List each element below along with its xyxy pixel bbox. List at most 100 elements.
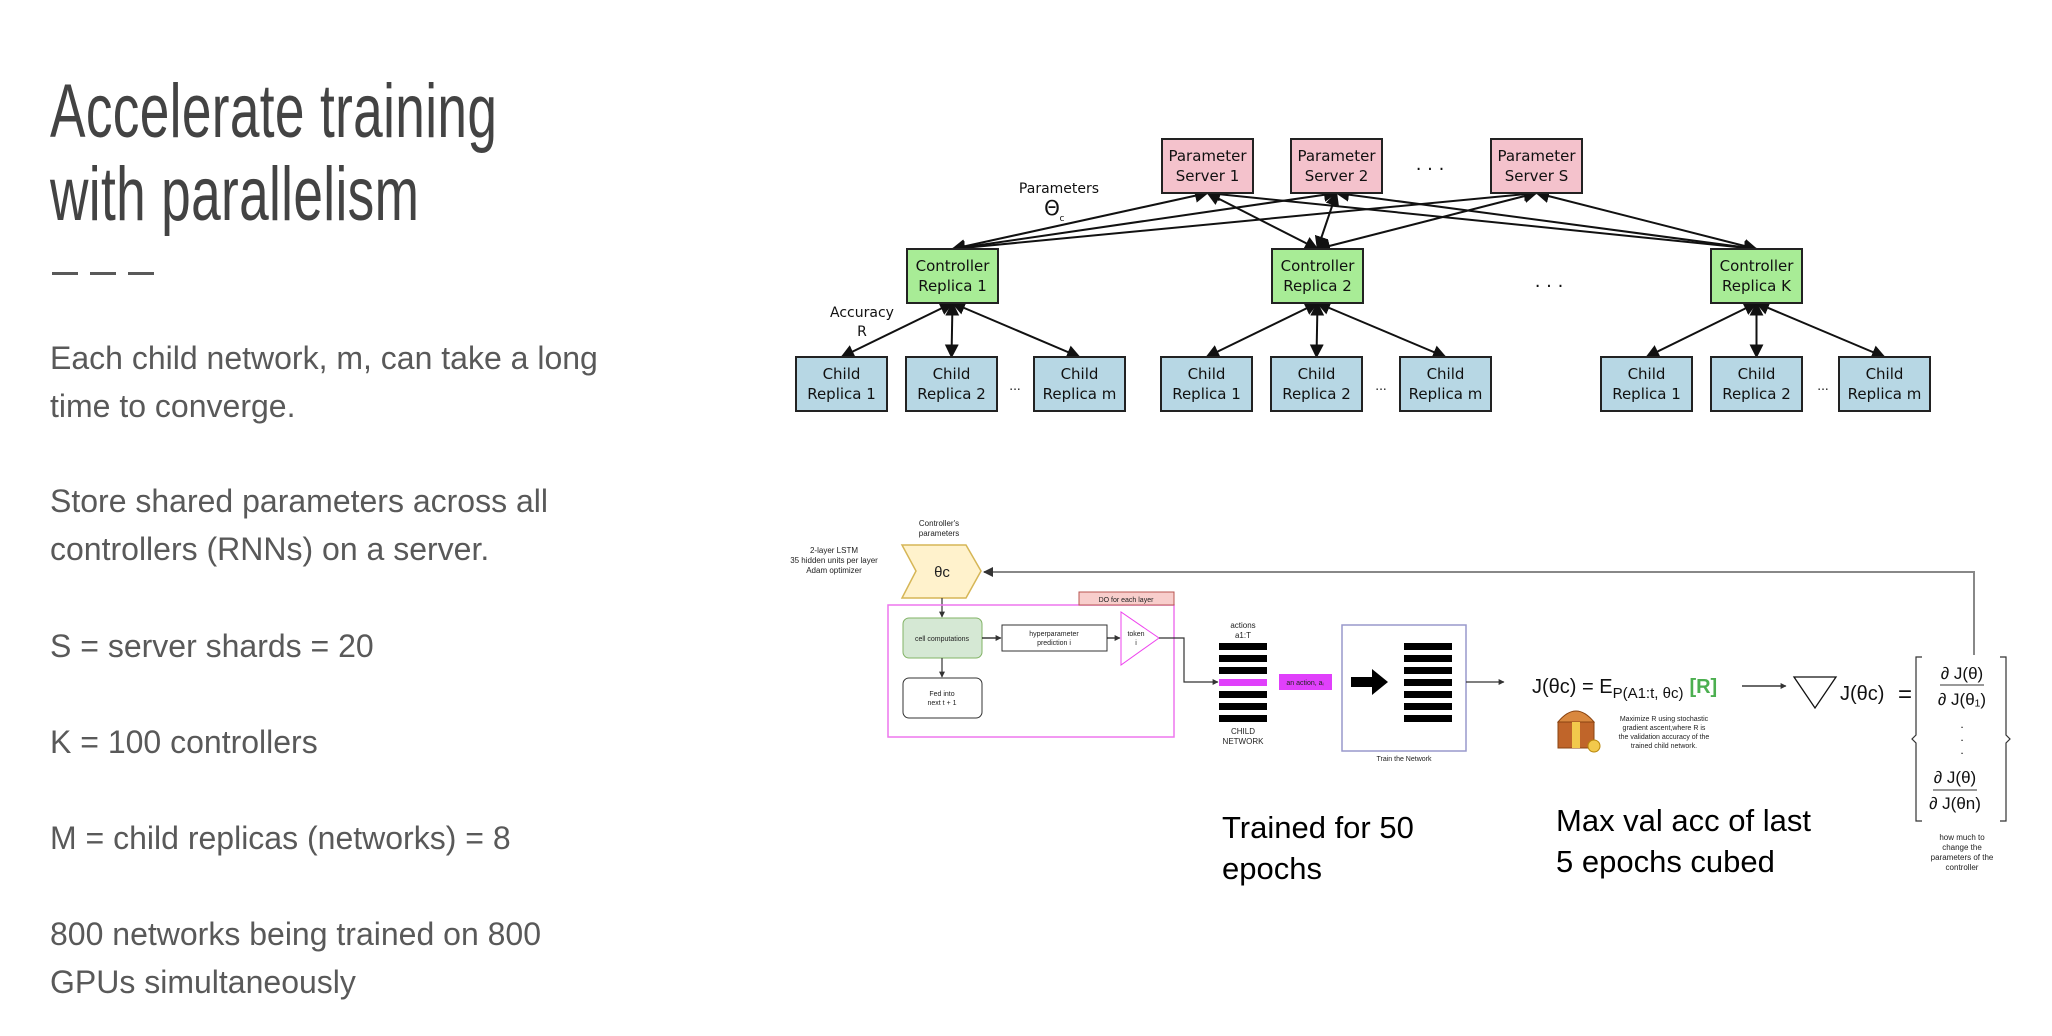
token-triangle: [1120, 611, 1160, 666]
svg-text:Child: Child: [1298, 365, 1336, 383]
svg-text:Server 2: Server 2: [1305, 167, 1369, 185]
svg-text:35 hidden units per layer: 35 hidden units per layer: [790, 556, 878, 565]
svg-text:Child: Child: [1866, 365, 1904, 383]
svg-text:token: token: [1127, 631, 1144, 638]
svg-text:Server S: Server S: [1505, 167, 1568, 185]
svg-text:Replica K: Replica K: [1722, 277, 1792, 295]
trained-layer-bar: [1404, 667, 1452, 674]
left-brace: [1911, 656, 1922, 822]
theta-c-chevron: [900, 544, 982, 599]
parameter-links: [840, 187, 1886, 359]
maximize-note: Maximize R using stochastic gradient asc…: [1619, 716, 1710, 750]
trained-network-layers: [1404, 643, 1452, 722]
svg-text:Replica 1: Replica 1: [807, 385, 876, 403]
paragraph-controllers: K = 100 controllers: [50, 724, 318, 760]
accuracy-link: [944, 301, 960, 359]
svg-text:Parameter: Parameter: [1497, 147, 1576, 165]
parameter-link: [1535, 189, 1758, 253]
svg-text:prediction i: prediction i: [1037, 640, 1071, 647]
svg-text:∂ J(θn): ∂ J(θn): [1929, 794, 1981, 813]
svg-text:cell computations: cell computations: [915, 636, 970, 643]
svg-text:parameters of the: parameters of the: [1931, 853, 1994, 862]
svg-text:Child: Child: [823, 365, 861, 383]
paragraph-server-shards: S = server shards = 20: [50, 628, 374, 664]
parameter-link: [1206, 192, 1319, 250]
trained-layer-bar: [1404, 655, 1452, 662]
svg-text:J(θc) = EP(A1:t, θc)[R]: J(θc) = EP(A1:t, θc)[R]: [1532, 676, 1717, 702]
parameter-link: [951, 187, 1538, 255]
child-layer-bar: [1219, 679, 1267, 686]
trained-layer-bar: [1404, 691, 1452, 698]
svg-text:∂ J(θ): ∂ J(θ): [1941, 664, 1983, 683]
controller-params-label: parameters: [919, 529, 959, 538]
svg-text:an action, aᵢ: an action, aᵢ: [1286, 680, 1323, 687]
trained-layer-bar: [1404, 703, 1452, 710]
gradient-vector: ∂ J(θ) ∂ J(θ₁) . . . ∂ J(θ) ∂ J(θn): [1929, 664, 1986, 813]
svg-text:Replica 2: Replica 2: [917, 385, 986, 403]
svg-text:Fed into: Fed into: [929, 691, 954, 698]
accuracy-symbol: R: [857, 324, 867, 340]
title-line: with parallelism: [50, 152, 420, 237]
svg-text:Replica m: Replica m: [1848, 385, 1922, 403]
theta-label: Θ: [1044, 196, 1060, 220]
child-layer-bar: [1219, 643, 1267, 650]
an-action-tag: [1279, 674, 1332, 690]
fed-into-box: [902, 677, 983, 719]
child-layer-bar: [1219, 691, 1267, 698]
trained-layer-bar: [1404, 643, 1452, 650]
title-line: Accelerate training: [50, 69, 498, 154]
arrow-right-icon: [1351, 669, 1388, 695]
accuracy-link: [951, 301, 1081, 359]
svg-text:Parameter: Parameter: [1168, 147, 1247, 165]
svg-text:gradient ascent,where R is: gradient ascent,where R is: [1623, 725, 1706, 732]
title-divider: [52, 272, 154, 275]
svg-text:Replica m: Replica m: [1043, 385, 1117, 403]
accuracy-label: Accuracy: [830, 305, 894, 321]
svg-text:controller: controller: [1946, 863, 1979, 872]
svg-text:Replica 1: Replica 1: [918, 277, 987, 295]
svg-text:Child: Child: [933, 365, 971, 383]
accuracy-link: [1205, 302, 1319, 358]
controller-params-label: Controller's: [919, 519, 959, 528]
accuracy-link: [840, 302, 954, 358]
svg-text:Replica 2: Replica 2: [1283, 277, 1352, 295]
svg-text:.: .: [1960, 717, 1963, 731]
trained-epochs-note: epochs: [1222, 851, 1322, 886]
child-network-label: CHILD: [1231, 727, 1255, 736]
accuracy-link: [1645, 302, 1758, 358]
right-brace: [2000, 656, 2011, 822]
svg-text:Child: Child: [1628, 365, 1666, 383]
svg-text:Maximize R using stochastic: Maximize R using stochastic: [1620, 716, 1709, 723]
accuracy-link: [1309, 301, 1325, 359]
accuracy-link: [1316, 301, 1447, 359]
svg-text:Replica 2: Replica 2: [1282, 385, 1351, 403]
child-network-layers: [1219, 643, 1267, 722]
parameter-link: [1316, 189, 1538, 253]
svg-text:∂ J(θ): ∂ J(θ): [1934, 768, 1976, 787]
svg-text:.: .: [1960, 743, 1963, 757]
svg-text:the validation accuracy of the: the validation accuracy of the: [1619, 734, 1710, 741]
parameter-link: [1314, 191, 1340, 251]
child-layer-bar: [1219, 715, 1267, 722]
trained-epochs-note: Trained for 50: [1222, 810, 1414, 845]
children-ellipsis: ...: [1009, 379, 1020, 393]
svg-text:hyperparameter: hyperparameter: [1029, 631, 1079, 638]
svg-text:Replica 1: Replica 1: [1612, 385, 1681, 403]
parameter-link: [951, 187, 1338, 255]
trained-layer-bar: [1404, 679, 1452, 686]
svg-text:next t + 1: next t + 1: [928, 700, 957, 707]
hyperparameter-box: [1001, 624, 1108, 652]
